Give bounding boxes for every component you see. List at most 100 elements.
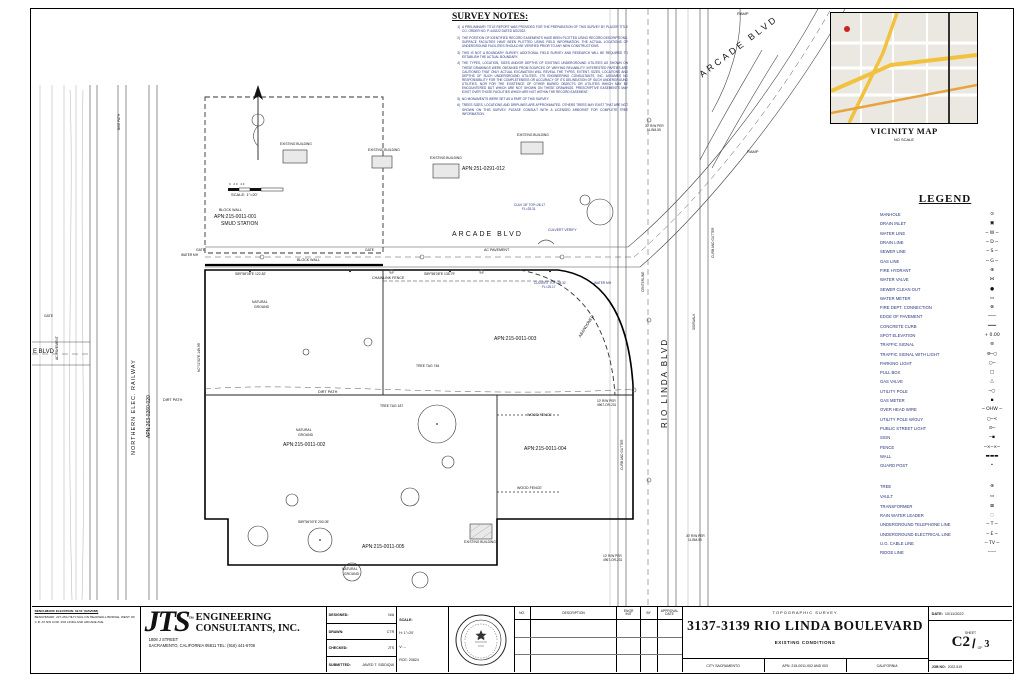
plan-label: APN:215-0011-004 [524,446,567,452]
legend-item-symbol-icon: ⊚ [990,342,994,348]
plan-label: CURB AND GUTTER [711,227,715,258]
legend-item: PUBLIC STREET LIGHT ⊙─ [880,424,1010,433]
vicinity-map-scale: NO SCALE [893,137,915,142]
seal-stamp-icon [455,614,507,666]
project-title-box: TOPOGRAPHIC SURVEY 3137-3139 RIO LINDA B… [681,607,928,673]
survey-note: 4) THE TYPES, LOCATION, SIZES AND/OR DEP… [452,61,628,94]
legend-item-symbol-icon: ─ S ─ [986,249,998,255]
plan-label: WOOD FENCE [517,486,542,490]
plan-label: GATE [365,248,374,252]
plan-label: EXISTING BUILDING [430,156,462,160]
legend-item: FIRE HYDRANT ⊕ [880,266,1010,275]
legend-item: EDGE OF PAVEMENT ─── [880,312,1010,321]
legend-title: LEGEND [918,193,972,205]
vicinity-map: VICINITY MAP NO SCALE [830,12,978,142]
plan-label: EXISTING BUILDING [368,148,400,152]
firm-address-line1: 1808 J STREET [148,636,179,642]
legend-item-symbol-icon: ⋈ [989,277,995,283]
plan-label: BLOCK WALL [297,258,320,262]
plan-label: 10' R/W PER [597,399,616,403]
legend-list: MANHOLE ⊙ DRAIN INLET ▣ WATER LINE ─ W ─… [880,210,1010,557]
sheet-slash: / [971,636,976,652]
legend-item-symbol-icon: ─○ [988,388,996,394]
legend-item: GAS METER ▪ [880,396,1010,405]
legend-item-symbol-icon: ▪ [990,398,994,404]
plan-label: NATURAL [342,567,358,571]
revision-table: NO. DESCRIPTION ENGR INIT BY APPROVAL DA… [513,607,682,673]
plan-label: 30' R/W PER [686,534,705,538]
legend-item-symbol-icon: ⊛ [990,483,994,489]
sheet-of-label: OF [977,645,983,650]
job-number-label: JOB NO: [931,664,946,669]
legend-item-label: MANHOLE [880,212,901,218]
scale-vertical: V: -- [399,644,406,649]
survey-note-text: THE TYPES, LOCATION, SIZES AND/OR DEPTHS… [462,61,628,95]
plan-label: FL=25.31 [522,207,536,211]
legend-item-label: VAULT [880,494,893,500]
plan-label: DIRT PATH [318,390,338,394]
legend-item: SEWER LINE ─ S ─ [880,247,1010,256]
legend-item-symbol-icon: • [990,463,994,469]
legend-item-symbol-icon: ─▪ [989,435,995,441]
legend-item-label: PULL BOX [880,370,901,376]
legend-item-label: UTILITY POLE [880,388,908,394]
legend-item: CONCRETE CURB ═══ [880,322,1010,331]
plan-label: 4967-OR-231 [597,403,617,407]
legend-item: SEWER CLEAN OUT ● [880,284,1010,293]
credit-row: DRAWN: CTR [326,624,397,641]
credit-row: CHECKED: JTS [326,640,397,657]
plan-label: RAMP [747,149,759,154]
vicinity-map-graphic [830,12,978,124]
legend-item-label: FIRE HYDRANT [880,267,911,273]
legend-item: VAULT ▭ [880,492,1010,501]
legend-item-label: DRAIN LINE [880,240,904,246]
survey-note: 2) THE POSITION OF IDENTIFIED RECORD EAS… [452,36,628,48]
vicinity-map-title: VICINITY MAP [870,126,938,136]
legend-item-label: GUARD POST [880,463,908,469]
revision-headers: NO. DESCRIPTION ENGR INIT BY APPROVAL DA… [514,607,682,621]
plan-label: NATURAL [296,428,312,432]
plan-label: WATER MH [181,253,198,257]
plan-label: GATE [44,314,53,318]
legend-item-label: EDGE OF PAVEMENT [880,314,923,320]
revision-body [514,619,682,673]
revision-column-header: DESCRIPTION [529,607,617,620]
plan-label: BIKE PATH [117,113,121,130]
credit-value: JAVED T. SIDDIQUI [362,662,395,667]
legend-item: MANHOLE ⊙ [880,210,1010,219]
benchmark-description: BENCHMARK: 227-25A HILTI NAIL ON HEADWAL… [34,615,136,624]
survey-note-text: NO MONUMENTS WERE SET AS A PART OF THIS … [462,96,550,101]
firm-address-line2: SACRAMENTO, CALIFORNIA 95811 TEL: (916) … [148,643,256,649]
legend-item-symbol-icon: ○─ [988,360,996,366]
plan-label: GATE [196,248,205,252]
plan-label: 4967-OR-231 [603,558,623,562]
legend-item-label: SIGN [880,435,891,441]
plan-label: APN:251-0291-012 [462,166,505,172]
survey-note-number: 1) [457,25,460,29]
legend-item-symbol-icon: ○─< [986,416,998,422]
legend-item-label: WATER METER [880,295,911,301]
plan-label: 11-BM-55 [688,538,702,542]
plan-label: SCALE: 1"=20' [231,192,258,197]
credit-row: DESIGNED: N/A [326,607,397,624]
revision-column-header: BY [639,607,657,620]
vicinity-map-roads [831,13,977,123]
legend-item-label: PARKING LIGHT [880,360,913,366]
credit-label: DESIGNED: [328,613,349,618]
survey-note-number: 6) [457,103,460,108]
legend-item: GUARD POST • [880,461,1010,470]
survey-notes-title: SURVEY NOTES: [452,12,529,22]
plan-label: TREE TAG 746 [416,364,440,368]
revision-header-line2: DATE [665,612,674,617]
plan-label: APN:215-0011-005 [362,544,405,550]
plan-label: RAMP [737,11,749,16]
survey-note-number: 3) [457,50,460,55]
legend-item: TRANSFORMER ⊠ [880,502,1010,511]
legend-item-label: CONCRETE CURB [880,323,917,329]
legend-item-label: SPOT ELEVATION [880,333,916,338]
legend-item: PARKING LIGHT ○─ [880,359,1010,368]
date-value: 10/11/2022 [944,611,964,616]
legend-item-label: GAS METER [880,398,905,404]
legend-item: UTILITY POLE ─○ [880,387,1010,396]
